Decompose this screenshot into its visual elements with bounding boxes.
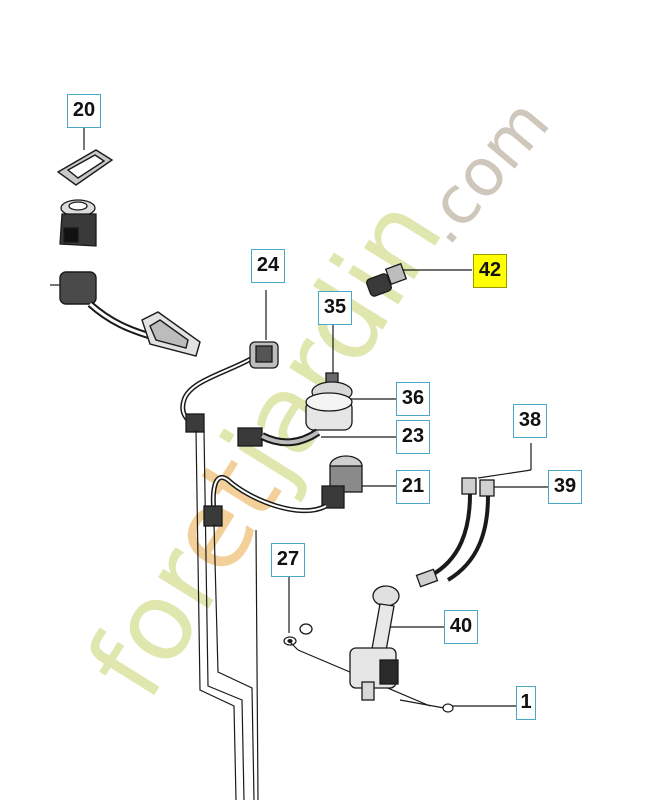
- callout-36: 36: [396, 382, 430, 416]
- callout-38: 38: [513, 404, 547, 438]
- callout-42: 42: [473, 254, 507, 288]
- part-1-bolt: [399, 699, 454, 713]
- part-38-39-sensors: [415, 477, 495, 588]
- part-35-36-switch: [305, 372, 353, 431]
- leader-lines: [50, 127, 548, 707]
- part-40-lever: [289, 585, 431, 707]
- callout-35: 35: [318, 291, 352, 325]
- part-21-harness: [203, 455, 363, 800]
- callout-24: 24: [251, 249, 285, 283]
- part-24-harness: [180, 341, 279, 800]
- part-20-switch: [59, 199, 97, 247]
- part-27-washer: [283, 636, 297, 646]
- part-42-connector: [366, 262, 408, 297]
- callout-27: 27: [271, 543, 305, 577]
- callout-20: 20: [67, 94, 101, 128]
- part-20-bezel: [56, 149, 114, 186]
- part-left-harness: [59, 271, 201, 357]
- callout-39: 39: [548, 470, 582, 504]
- callout-1: 1: [516, 686, 536, 720]
- callout-40: 40: [444, 610, 478, 644]
- part-23-harness: [237, 427, 321, 447]
- callout-23: 23: [396, 420, 430, 454]
- callout-21: 21: [396, 470, 430, 504]
